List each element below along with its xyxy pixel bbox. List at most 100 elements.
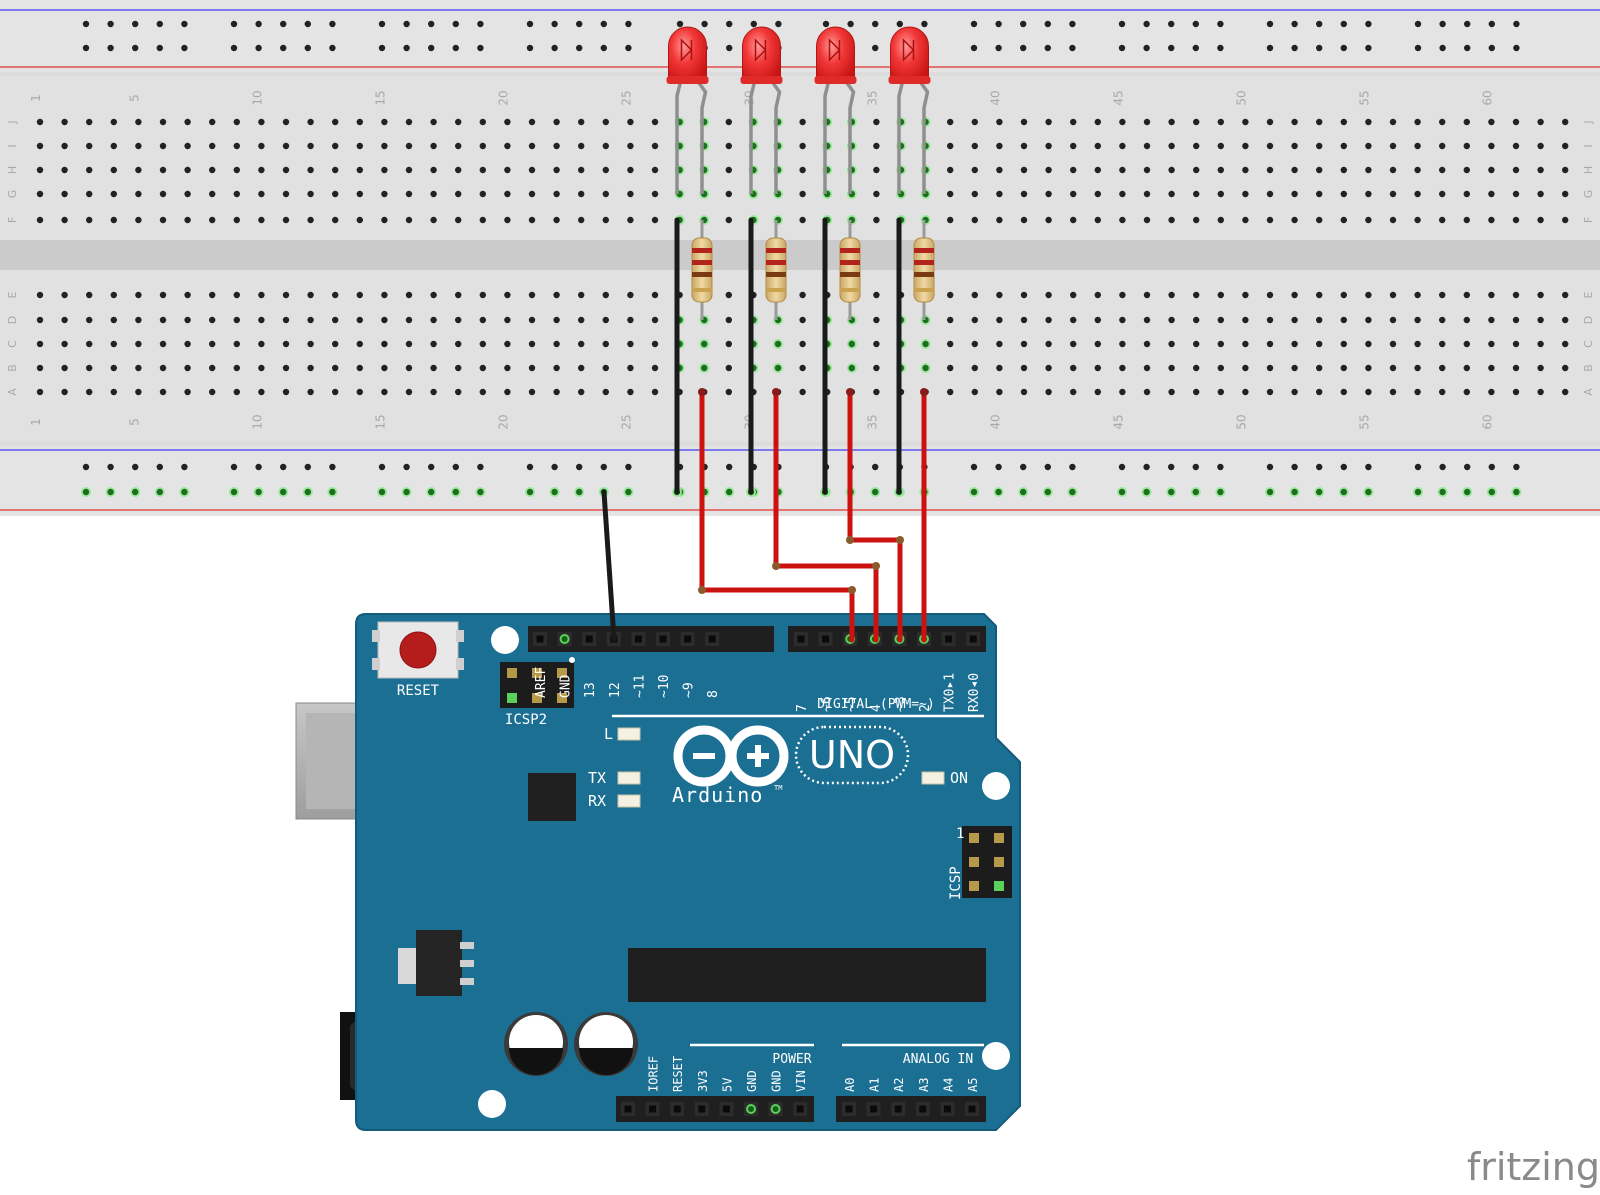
breadboard-hole [600,463,607,471]
breadboard-hole [553,142,560,150]
wire-bend-points [698,388,928,594]
breadboard-hole [159,364,167,372]
breadboard-hole [258,216,265,224]
digital-pin[interactable] [945,635,953,643]
breadboard-hole [1340,291,1348,299]
digital-pin-label: ~5 [844,696,859,712]
center-channel [0,240,1600,270]
breadboard-hole [651,166,659,174]
breadboard-hole [233,340,240,348]
red-led[interactable] [666,26,709,194]
resistor[interactable] [691,220,713,320]
red-led[interactable] [888,26,931,194]
breadboard-hole [1045,291,1052,299]
breadboard-hole [209,364,216,372]
analog-pin[interactable] [919,1105,927,1113]
breadboard-hole [528,388,536,396]
row-letter: E [1582,291,1595,298]
digital-pin[interactable] [684,635,692,643]
breadboard-hole [307,190,314,198]
breadboard-hole [1118,44,1126,52]
red-led[interactable] [740,26,783,194]
digital-pin[interactable] [634,635,642,643]
digital-pin[interactable] [708,635,716,643]
breadboard-hole [86,142,93,150]
breadboard-hole [378,20,386,28]
row-letter: D [1582,316,1595,324]
breadboard-hole [551,20,558,28]
breadboard-hole [110,364,118,372]
breadboard-hole [1513,463,1520,471]
reset-button-leg [456,658,464,670]
red-led[interactable] [814,26,857,194]
breadboard-hole [258,340,265,348]
breadboard-hole [381,190,388,198]
power-pin[interactable] [624,1105,632,1113]
breadboard-hole [307,216,314,224]
resistor[interactable] [765,220,787,320]
digital-pin[interactable] [969,635,977,643]
breadboard-hole [1365,340,1372,348]
row-letter: C [1582,340,1595,348]
resistor[interactable] [913,220,935,320]
breadboard-hole [479,291,486,299]
breadboard-hole [479,340,486,348]
analog-pin[interactable] [943,1105,951,1113]
power-pin[interactable] [673,1105,681,1113]
breadboard-hole [258,118,265,126]
breadboard-hole [1414,44,1422,52]
breadboard-hole [282,142,290,150]
breadboard-hole [1414,216,1421,224]
breadboard-hole [86,388,93,396]
breadboard-hole [1291,118,1298,126]
resistor-band [914,288,934,292]
resistor[interactable] [839,220,861,320]
breadboard-hole [947,166,954,174]
power-pin[interactable] [772,1106,779,1112]
power-pin[interactable] [796,1105,804,1113]
breadboard-hole [1266,190,1274,198]
breadboard-hole [356,216,363,224]
breadboard-hole [1118,463,1126,471]
breadboard-hole [110,190,118,198]
resistor-band [914,272,934,277]
led-die [680,38,693,62]
breadboard-hole [725,118,732,126]
power-pin[interactable] [649,1105,657,1113]
breadboard-hole [332,166,339,174]
wire-signal-pin5[interactable] [699,389,855,643]
top-power-rail [0,0,1600,72]
digital-pin[interactable] [585,635,593,643]
breadboard-hole [1488,44,1496,52]
wire-signal-pin4[interactable] [773,389,879,643]
breadboard-hole [602,291,609,299]
digital-pin[interactable] [822,635,830,643]
power-pin[interactable] [748,1106,754,1112]
reset-button[interactable] [399,631,437,669]
analog-pin[interactable] [845,1105,853,1113]
arduino-logo-icon [673,725,789,787]
breadboard-hole [135,216,142,224]
breadboard-hole [1291,291,1298,299]
digital-pin[interactable] [797,635,805,643]
analog-pin[interactable] [968,1105,976,1113]
breadboard-hole [504,291,511,299]
digital-pin[interactable] [659,635,667,643]
breadboard-hole [873,142,880,150]
breadboard-hole [1414,488,1422,496]
breadboard-hole [1118,488,1126,496]
digital-pin[interactable] [536,635,544,643]
power-pin[interactable] [698,1105,706,1113]
wire-ground-arduino[interactable] [601,489,617,642]
digital-pin[interactable] [561,636,568,642]
breadboard-hole [135,340,142,348]
power-pin[interactable] [722,1105,730,1113]
breadboard-hole [455,166,462,174]
breadboard-hole [1266,364,1274,372]
resistor-band [840,272,860,277]
wire-signal-pin3[interactable] [847,389,903,643]
analog-pin[interactable] [894,1105,902,1113]
breadboard-hole [1143,216,1151,224]
analog-pin[interactable] [870,1105,878,1113]
column-number: 15 [373,414,387,429]
